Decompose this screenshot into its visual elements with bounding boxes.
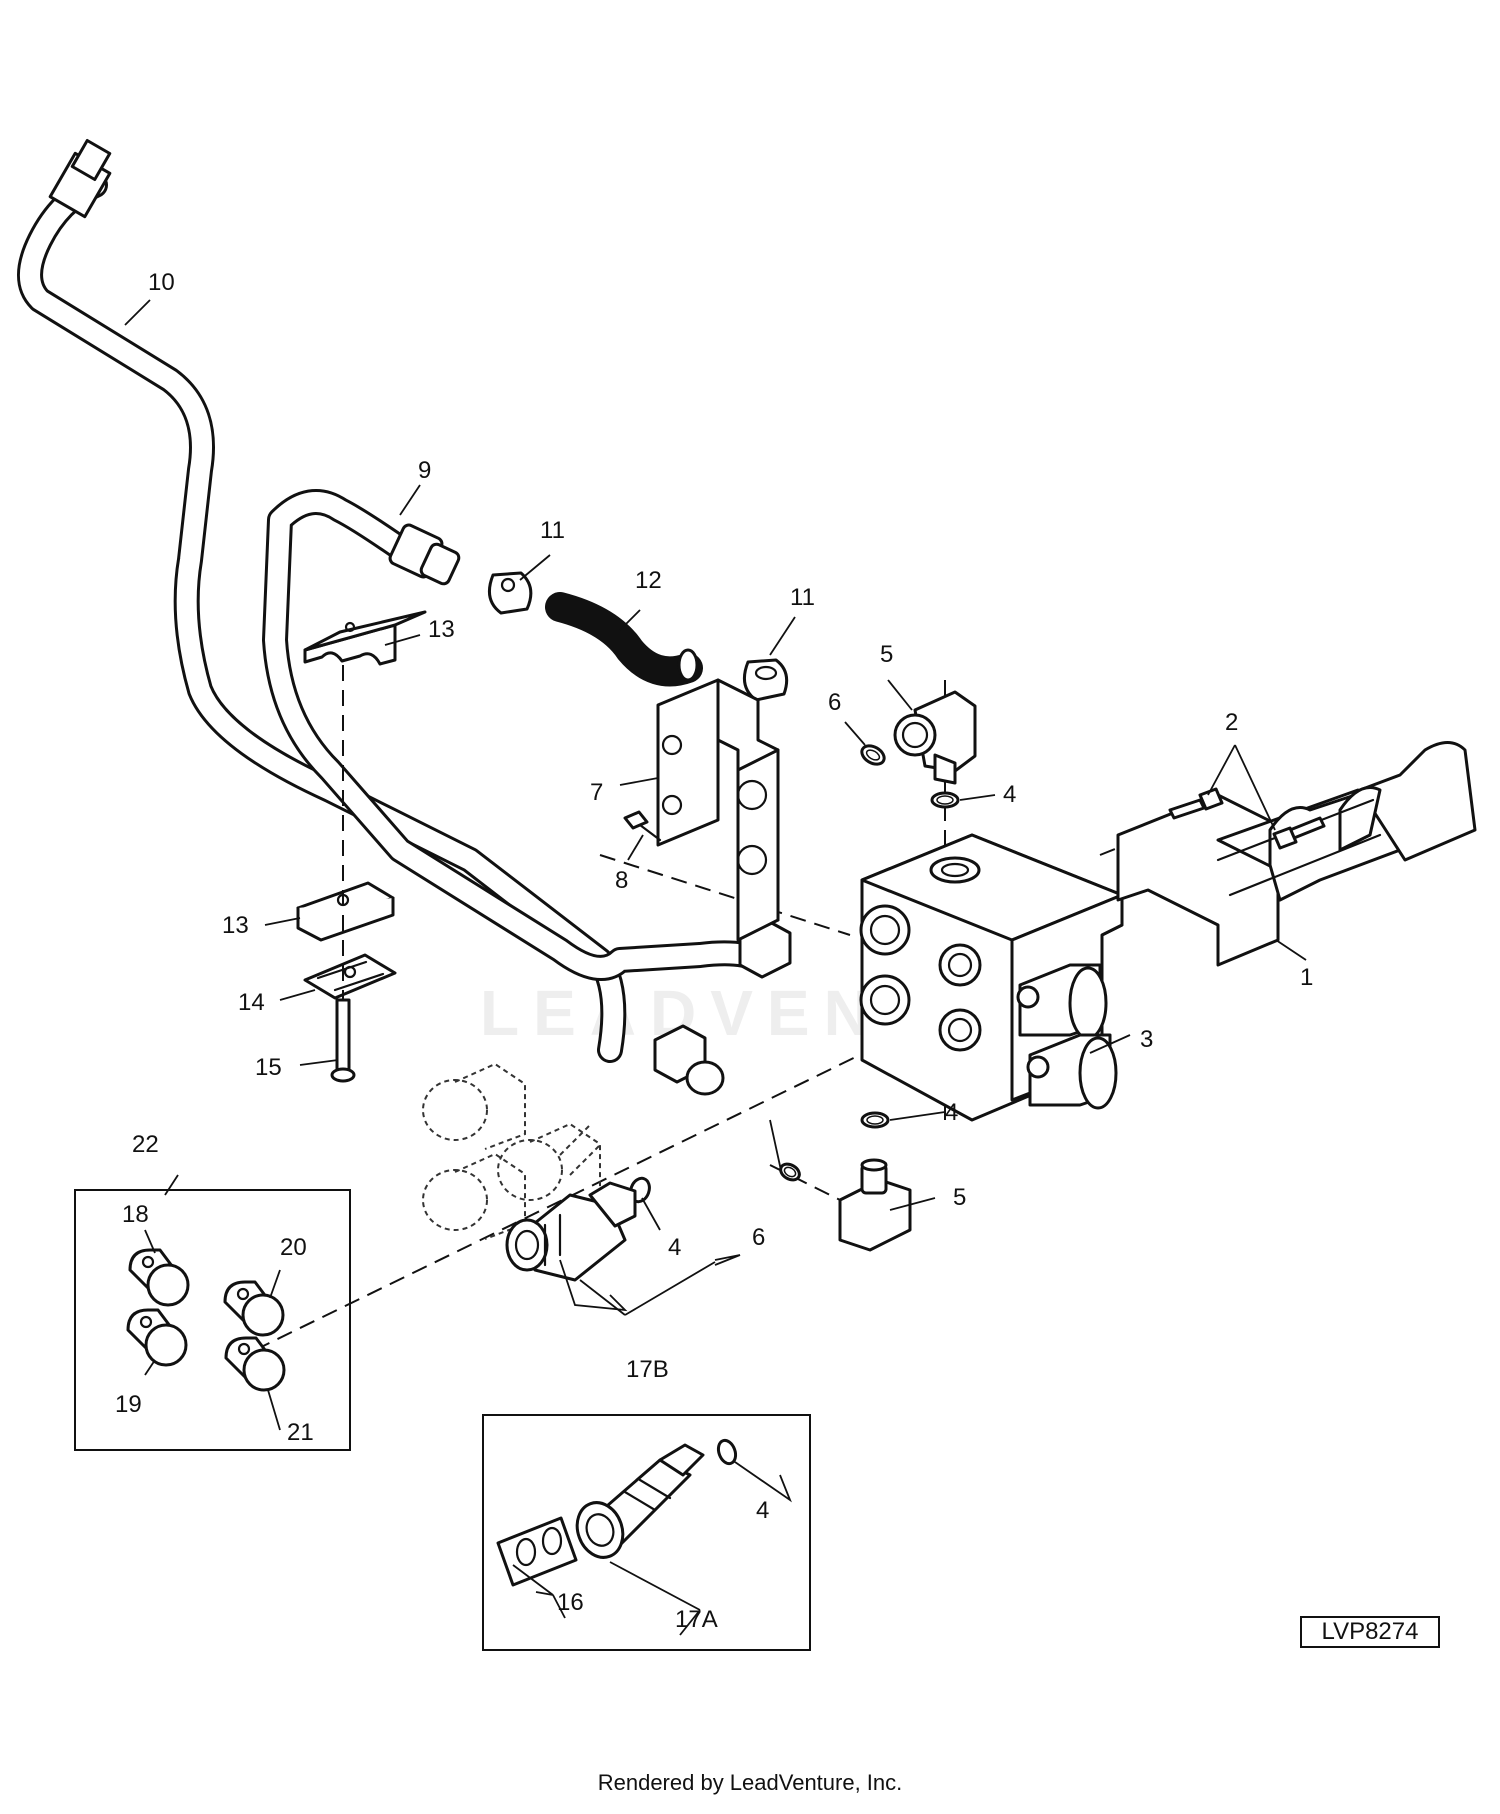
o-ring-4-kit[interactable] bbox=[715, 1438, 738, 1466]
elbow-fitting-5-top[interactable] bbox=[893, 690, 977, 785]
callout-14: 14 bbox=[238, 989, 265, 1016]
tube-clamp-13-bottom[interactable] bbox=[296, 881, 395, 942]
callout-2: 2 bbox=[1225, 709, 1238, 736]
callout-11-left: 11 bbox=[540, 517, 565, 544]
hose-12[interactable] bbox=[545, 592, 703, 687]
tube-clamp-13-top[interactable] bbox=[303, 610, 427, 666]
callout-6-top: 6 bbox=[828, 689, 841, 716]
callout-4-top: 4 bbox=[1003, 781, 1016, 808]
mounting-bracket-7[interactable] bbox=[656, 678, 780, 942]
dust-cap-20[interactable] bbox=[223, 1280, 285, 1337]
callout-9: 9 bbox=[418, 457, 431, 484]
callout-18: 18 bbox=[122, 1201, 149, 1228]
bolt-8[interactable] bbox=[623, 810, 662, 842]
o-ring-4-bottom[interactable] bbox=[860, 1111, 890, 1129]
elbow-fitting-5-bottom[interactable] bbox=[838, 1158, 912, 1252]
callout-4-mid: 4 bbox=[945, 1099, 958, 1126]
callout-21: 21 bbox=[287, 1419, 314, 1446]
callout-20: 20 bbox=[280, 1234, 307, 1261]
hydraulic-tube-9[interactable] bbox=[262, 489, 792, 1096]
callout-8: 8 bbox=[615, 867, 628, 894]
callouts: 10 9 11 12 11 13 5 6 2 4 7 8 13 1 14 3 1… bbox=[115, 269, 1313, 1633]
callout-5-top: 5 bbox=[880, 641, 893, 668]
quick-coupler-17a[interactable] bbox=[570, 1443, 705, 1564]
control-valve-3[interactable] bbox=[859, 833, 1124, 1122]
o-ring-6-bottom[interactable] bbox=[778, 1161, 802, 1183]
callout-17b: 17B bbox=[626, 1356, 669, 1383]
clamp-plate-14[interactable] bbox=[303, 953, 397, 1000]
callout-4-coupler: 4 bbox=[668, 1234, 681, 1261]
callout-13-top: 13 bbox=[428, 616, 455, 643]
valve-mount-1[interactable] bbox=[1116, 741, 1477, 967]
bolt-15[interactable] bbox=[330, 998, 356, 1083]
callout-17a: 17A bbox=[675, 1606, 718, 1633]
dust-cap-19[interactable] bbox=[126, 1308, 188, 1367]
dust-cap-18[interactable] bbox=[128, 1248, 190, 1307]
hydraulic-tube-10[interactable] bbox=[17, 139, 627, 1063]
callout-3: 3 bbox=[1140, 1026, 1153, 1053]
dust-cap-kit-22 bbox=[74, 1189, 351, 1451]
callout-4-kit: 4 bbox=[756, 1497, 769, 1524]
callout-7: 7 bbox=[590, 779, 603, 806]
callout-1: 1 bbox=[1300, 964, 1313, 991]
coupler-kit-17a-box bbox=[482, 1414, 811, 1651]
callout-16: 16 bbox=[557, 1589, 584, 1616]
callout-22: 22 bbox=[132, 1131, 159, 1158]
callout-12: 12 bbox=[635, 567, 662, 594]
callout-15: 15 bbox=[255, 1054, 282, 1081]
hose-clamp-11-right[interactable] bbox=[742, 658, 789, 702]
callout-5-bottom: 5 bbox=[953, 1184, 966, 1211]
callout-13-bottom: 13 bbox=[222, 912, 249, 939]
figure-id-label: LVP8274 bbox=[1300, 1616, 1440, 1648]
o-ring-6-top[interactable] bbox=[859, 742, 888, 768]
footer-credit: Rendered by LeadVenture, Inc. bbox=[597, 1770, 903, 1795]
bolt-2-right[interactable] bbox=[1272, 816, 1326, 850]
dust-cap-21[interactable] bbox=[224, 1336, 286, 1392]
o-ring-4-top[interactable] bbox=[930, 791, 960, 809]
seal-kit-16[interactable] bbox=[496, 1516, 578, 1587]
callout-19: 19 bbox=[115, 1391, 142, 1418]
callout-11-right: 11 bbox=[790, 584, 815, 611]
hose-clamp-11-left[interactable] bbox=[487, 571, 533, 615]
leader-lines bbox=[124, 299, 1307, 1636]
callout-10: 10 bbox=[148, 269, 175, 296]
quick-coupler-17b[interactable] bbox=[505, 1181, 637, 1282]
callout-6-bottom: 6 bbox=[752, 1224, 765, 1251]
